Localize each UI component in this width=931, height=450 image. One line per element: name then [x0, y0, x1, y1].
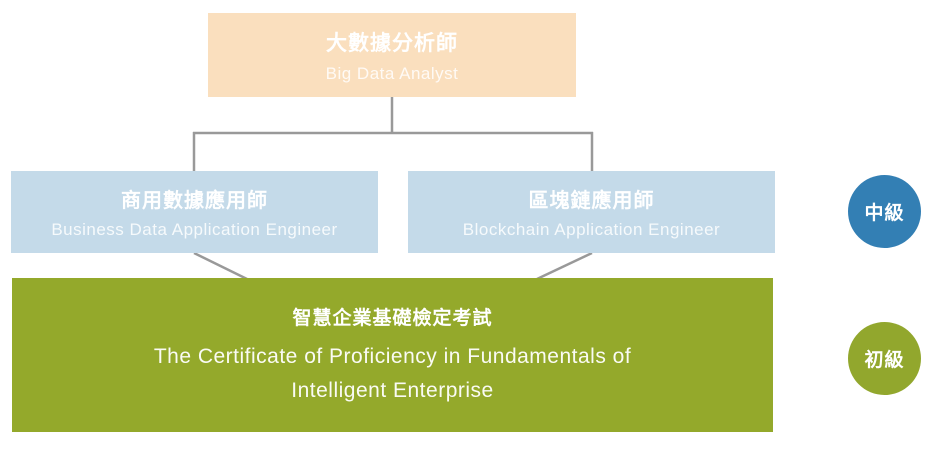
level-badge-beginner: 初級 — [848, 322, 921, 395]
level-badge-intermediate: 中級 — [848, 175, 921, 248]
big-data-analyst-subtitle-en: Big Data Analyst — [325, 63, 459, 83]
level-badge-intermediate-label: 中級 — [864, 203, 905, 224]
business-data-application-engineer-box: 商用數據應用師 Business Data Application Engine… — [11, 171, 378, 253]
business-data-application-engineer-subtitle-en: Business Data Application Engineer — [51, 220, 338, 239]
fundamentals-certificate-title-zh: 智慧企業基礎檢定考試 — [292, 307, 493, 329]
level-badge-beginner-label: 初級 — [864, 350, 905, 371]
blockchain-application-engineer-title-zh: 區塊鏈應用師 — [528, 190, 655, 212]
connector-right-diagonal — [536, 251, 593, 281]
fundamentals-certificate-subtitle-line2: Intelligent Enterprise — [291, 378, 494, 402]
connector-left-diagonal — [193, 251, 248, 281]
big-data-analyst-title-zh: 大數據分析師 — [326, 31, 458, 55]
fundamentals-certificate-subtitle-en: The Certificate of Proficiency in Fundam… — [154, 340, 631, 408]
blockchain-application-engineer-box: 區塊鏈應用師 Blockchain Application Engineer — [408, 171, 775, 253]
fundamentals-certificate-subtitle-line1: The Certificate of Proficiency in Fundam… — [153, 344, 632, 368]
blockchain-application-engineer-subtitle-en: Blockchain Application Engineer — [462, 220, 721, 239]
big-data-analyst-box: 大數據分析師 Big Data Analyst — [208, 13, 576, 97]
business-data-application-engineer-title-zh: 商用數據應用師 — [121, 190, 268, 212]
fundamentals-certificate-box: 智慧企業基礎檢定考試 The Certificate of Proficienc… — [12, 278, 773, 432]
